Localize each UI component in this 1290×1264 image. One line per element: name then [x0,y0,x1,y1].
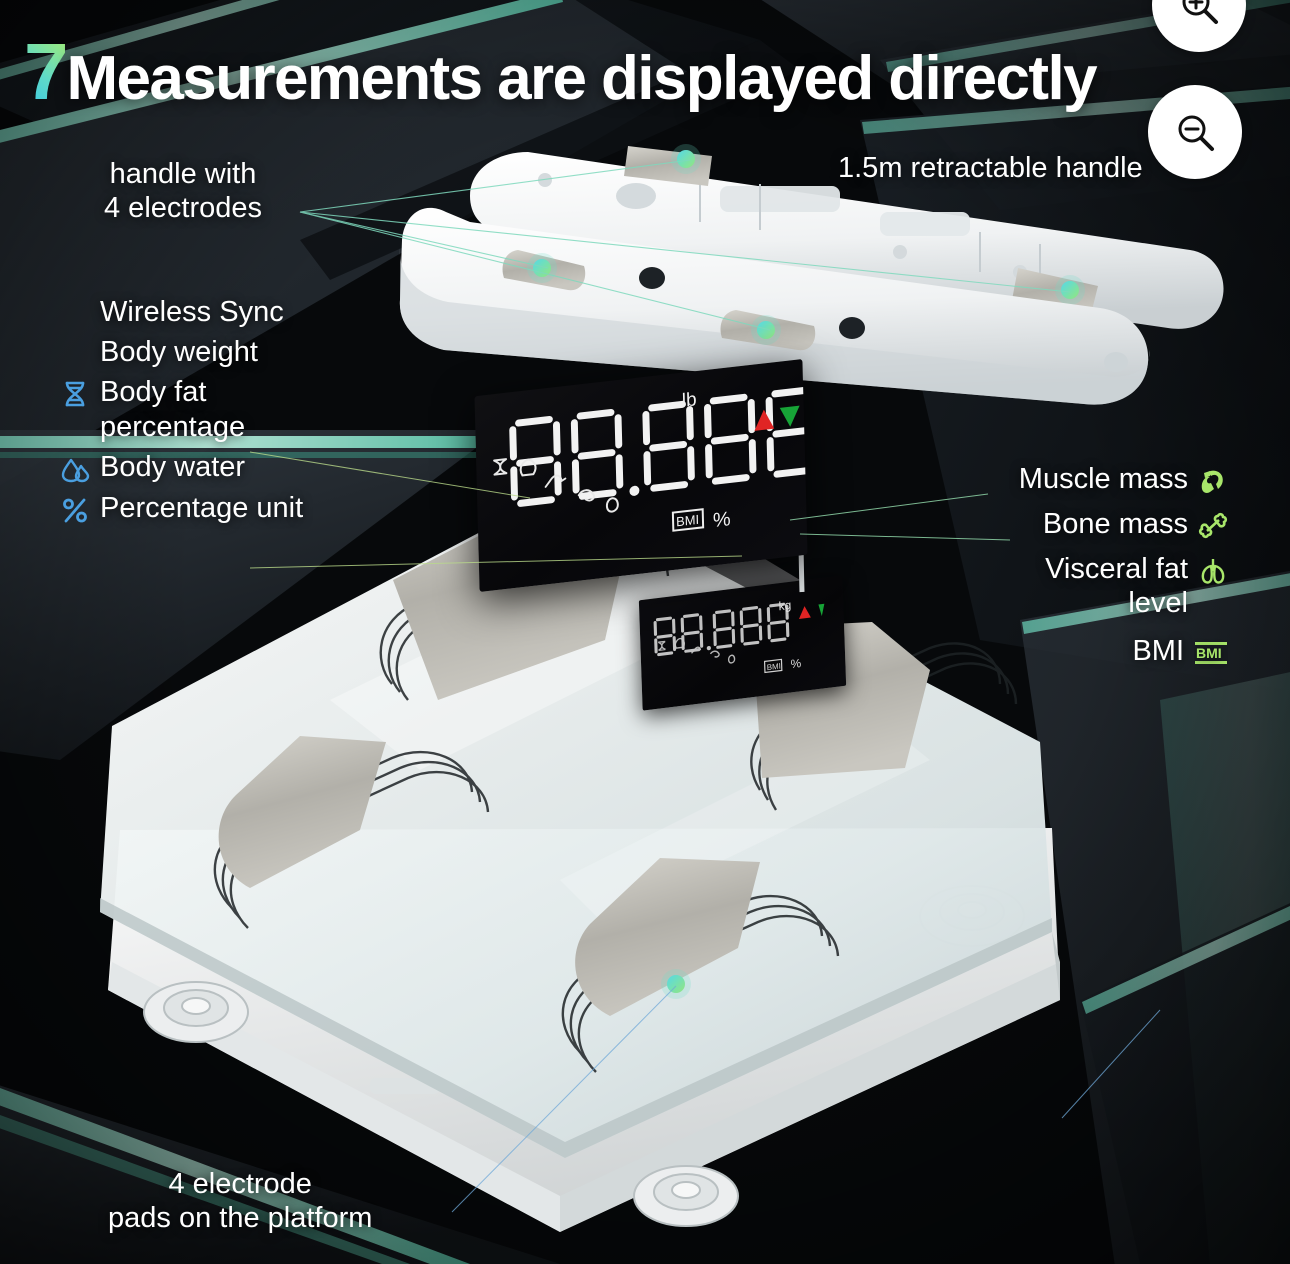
feature-bmi: BMI BMI [1019,634,1228,669]
indicator-down-icon [779,405,800,427]
feature-body-fat-percentage: Body fat percentage [60,375,303,443]
display-sub-percent: % [790,656,801,671]
display-bicep-icon [544,474,567,488]
display-sub-bmi-badge: BMI [763,658,783,674]
feature-label: Wireless Sync [100,296,284,328]
feature-body-weight: Body weight [60,335,303,369]
feature-label: Body water [100,450,246,483]
svg-text:BMI: BMI [767,661,781,672]
bmi-badge-icon: BMI [1195,642,1227,665]
zoom-out-button[interactable] [1148,85,1242,179]
feature-label: Bone mass [1042,508,1188,540]
callout-retractable-handle: 1.5m retractable handle [838,152,1143,184]
feature-body-water: Body water [60,450,303,485]
display-main-percent: % [713,508,731,532]
feature-label: Percentage unit [100,491,304,524]
callout-platform-pads: 4 electrode pads on the platform [108,1168,373,1234]
zoom-out-icon [1178,115,1214,151]
display-organ-icon [605,497,619,513]
scale-display-primary: lb BMI % [474,358,819,593]
svg-text:BMI: BMI [1196,645,1222,661]
feature-visceral-fat-level: Visceral fat level [1019,552,1228,620]
svg-text:BMI: BMI [676,512,699,530]
display-dna-icon [493,458,508,476]
feature-percentage-unit: Percentage unit [60,491,303,526]
zoom-in-icon [1182,0,1218,24]
display-main-unit: lb [682,389,697,412]
display-sub-unit: kg [778,598,791,614]
dna-icon [65,382,85,407]
callout-handle-electrodes: handle with 4 electrodes [104,158,262,224]
water-drop-icon [61,458,90,483]
feature-label: Body fat percentage [100,376,246,443]
feature-muscle-mass: Muscle mass [1019,462,1228,497]
feature-label: Muscle mass [1018,463,1188,495]
feature-wireless-sync: Wireless Sync [60,295,303,329]
indicator-up-icon [754,409,775,431]
percent-icon [63,498,87,523]
bicep-icon [1201,470,1223,493]
feature-label: Body weight [100,336,258,369]
feature-list-left: Wireless Sync Body weight Body fat perce… [60,295,303,532]
feature-label: Visceral fat level [1045,553,1188,620]
bone-icon [1198,512,1228,539]
feature-label: BMI [1132,635,1184,668]
feature-bone-mass: Bone mass [1019,507,1228,542]
organ-icon [1201,559,1225,584]
display-main-bmi-badge: BMI [671,508,705,532]
display-main-digits [509,386,819,507]
feature-list-right: Muscle mass Bone mass Visceral fat level [1019,462,1228,679]
